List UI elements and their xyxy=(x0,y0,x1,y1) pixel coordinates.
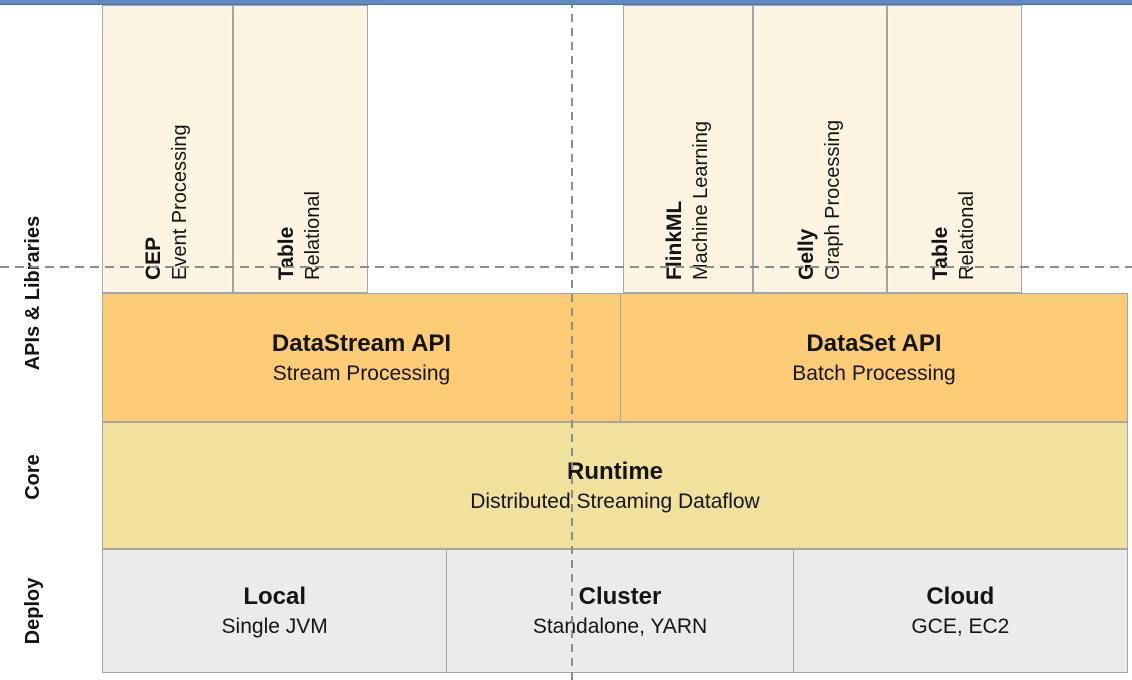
library-subtitle: Graph Processing xyxy=(821,119,844,280)
dataset-api-subtitle: Batch Processing xyxy=(792,361,956,385)
runtime-subtitle: Distributed Streaming Dataflow xyxy=(470,489,760,513)
library-box-gelly: Gelly Graph Processing xyxy=(753,5,887,293)
deploy-cluster-title: Cluster xyxy=(578,583,662,610)
library-box-flinkml-text: FlinkML Machine Learning xyxy=(624,6,751,294)
library-title: CEP xyxy=(142,236,165,280)
library-subtitle: Relational xyxy=(302,191,324,280)
deploy-cloud-box: Cloud GCE, EC2 xyxy=(794,550,1127,672)
top-accent-bar xyxy=(0,0,1132,5)
library-subtitle: Relational xyxy=(956,191,978,280)
horizontal-dashed-guideline xyxy=(0,266,1132,268)
deploy-local-subtitle: Single JVM xyxy=(221,615,328,638)
library-title: Gelly xyxy=(794,228,818,280)
datastream-api-box: DataStream API Stream Processing xyxy=(103,294,621,421)
library-title: Table xyxy=(275,226,298,280)
library-box-table-batch: Table Relational xyxy=(887,5,1022,293)
library-box-cep: CEP Event Processing xyxy=(102,5,233,293)
deploy-layer-row: Local Single JVM Cluster Standalone, YAR… xyxy=(102,549,1128,673)
library-box-flinkml: FlinkML Machine Learning xyxy=(623,5,753,293)
deploy-cluster-subtitle: Standalone, YARN xyxy=(532,615,708,638)
datastream-api-title: DataStream API xyxy=(271,329,452,357)
core-layer-row: Runtime Distributed Streaming Dataflow xyxy=(102,422,1128,549)
vertical-dashed-guideline xyxy=(571,0,573,680)
runtime-title: Runtime xyxy=(567,457,663,485)
library-box-gelly-text: Gelly Graph Processing xyxy=(754,6,885,294)
dataset-api-title: DataSet API xyxy=(806,329,942,357)
deploy-local-box: Local Single JVM xyxy=(103,550,448,672)
dataset-api-box: DataSet API Batch Processing xyxy=(621,294,1127,421)
deploy-local-title: Local xyxy=(243,583,306,610)
library-box-table-stream: Table Relational xyxy=(233,5,368,293)
library-box-cep-text: CEP Event Processing xyxy=(103,6,231,294)
library-title: FlinkML xyxy=(662,200,686,280)
deploy-cluster-box: Cluster Standalone, YARN xyxy=(447,550,794,672)
deploy-cloud-subtitle: GCE, EC2 xyxy=(911,615,1010,638)
side-label-deploy: Deploy xyxy=(22,577,44,645)
library-title: Table xyxy=(929,226,952,280)
library-box-table-stream-text: Table Relational xyxy=(234,6,366,294)
datastream-api-subtitle: Stream Processing xyxy=(272,361,451,385)
library-subtitle: Event Processing xyxy=(169,124,191,280)
api-layer-row: DataStream API Stream Processing DataSet… xyxy=(102,293,1128,422)
deploy-cloud-title: Cloud xyxy=(926,583,995,610)
library-box-table-batch-text: Table Relational xyxy=(888,6,1020,294)
library-subtitle: Machine Learning xyxy=(689,121,712,280)
runtime-box: Runtime Distributed Streaming Dataflow xyxy=(103,423,1127,548)
